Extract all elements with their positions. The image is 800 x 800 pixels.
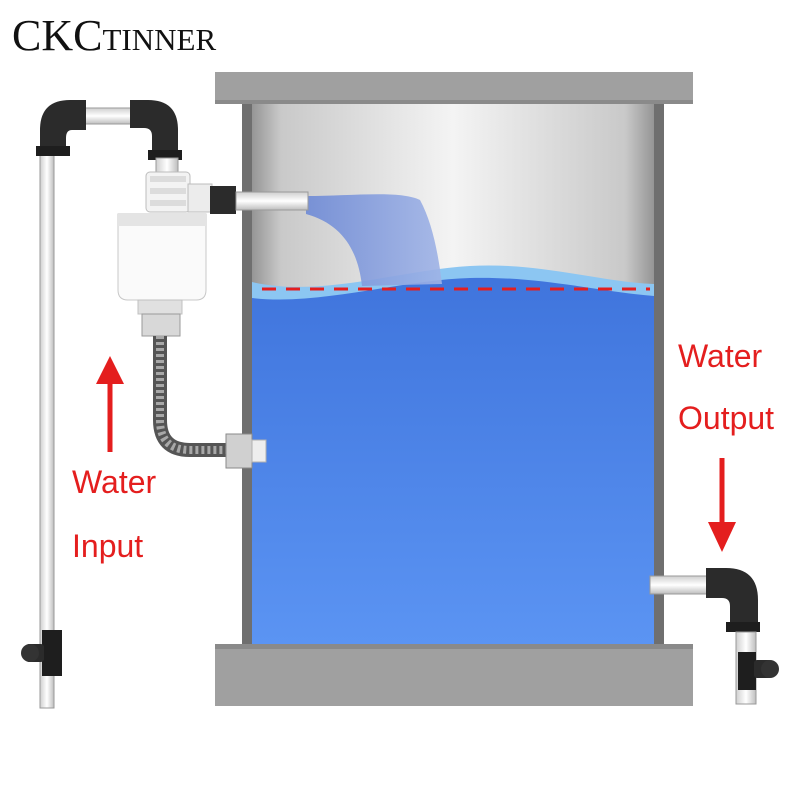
brand-logo: CKCtinner: [12, 11, 217, 60]
tank-base: [215, 644, 693, 706]
water-stream: [306, 194, 442, 286]
supply-pipe: [39, 147, 55, 709]
water-input-label-line2: Input: [72, 528, 144, 564]
flexible-hose-icon: [141, 313, 267, 469]
tank-lid: [215, 72, 693, 104]
water-surface: [252, 265, 654, 300]
water-output-label-line1: Water: [678, 338, 763, 374]
float-valve-icon: [117, 171, 213, 315]
input-arrow: [96, 356, 124, 452]
elbow-pipe-icon: [706, 568, 760, 632]
shutoff-valve-icon: [21, 630, 62, 676]
water-output-label-line2: Output: [678, 400, 775, 436]
water-input-label-line1: Water: [72, 464, 157, 500]
outlet-pipe: [649, 575, 715, 595]
water-body: [252, 269, 654, 644]
shutoff-valve-icon: [738, 652, 779, 690]
elbow-pipe-icon: [130, 100, 182, 160]
elbow-pipe-icon: [36, 100, 86, 156]
output-arrow: [708, 458, 736, 552]
